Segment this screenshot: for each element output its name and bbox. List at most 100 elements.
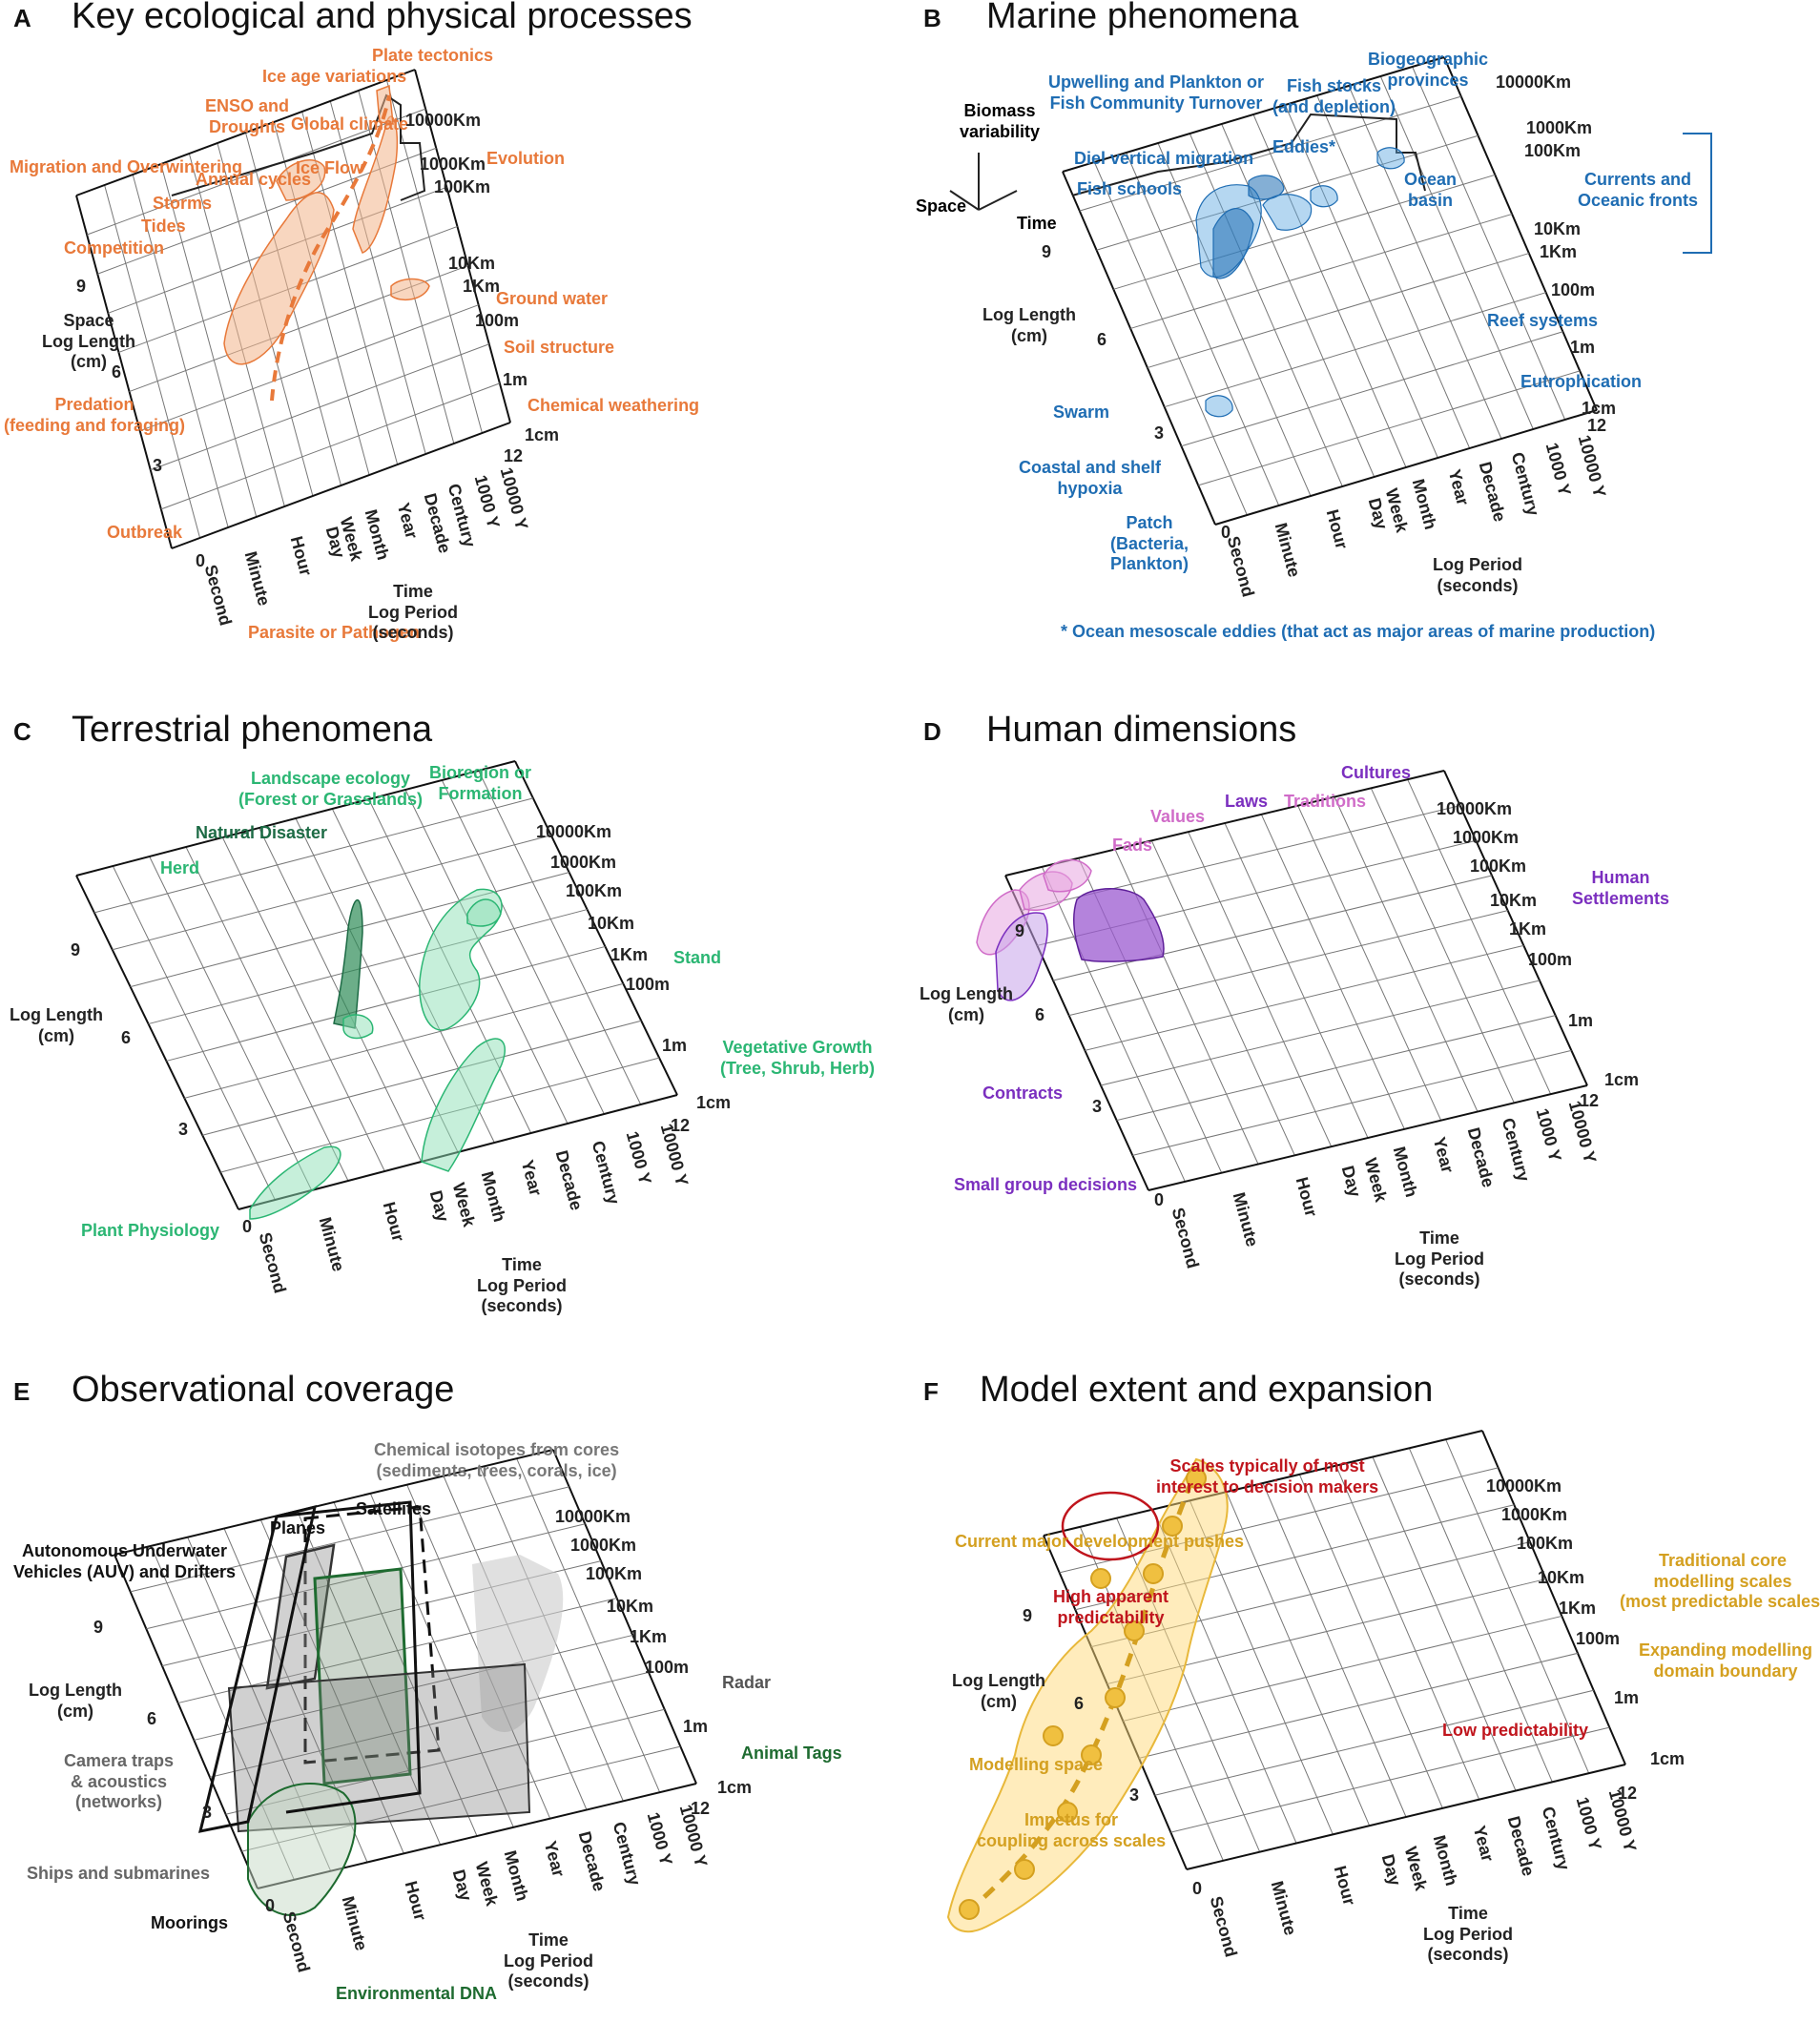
grid-line bbox=[478, 770, 642, 1105]
grid-line bbox=[1335, 1465, 1480, 1800]
label-plate-tectonics: Plate tectonics bbox=[372, 46, 494, 65]
panel-b-time-axis: Log Period (seconds) bbox=[1433, 555, 1522, 596]
grid-line bbox=[1298, 1474, 1443, 1809]
unit-10000km: 10000Km bbox=[1486, 1476, 1562, 1496]
grid-line bbox=[441, 779, 605, 1115]
label-impetus: Impetus for coupling across scales bbox=[977, 1810, 1166, 1851]
unit-10000km: 10000Km bbox=[536, 822, 612, 841]
label-decision-makers: Scales typically of most interest to dec… bbox=[1156, 1456, 1378, 1497]
tick-space-9: 9 bbox=[93, 1618, 104, 1637]
panel-a-title: Key ecological and physical processes bbox=[72, 0, 693, 36]
label-currents-text: Currents and Oceanic fronts bbox=[1578, 170, 1699, 210]
grid-line bbox=[86, 108, 426, 236]
panel-b-terrain bbox=[1071, 113, 1426, 196]
grid-line bbox=[1443, 56, 1598, 411]
panel-f-space-axis: Log Length (cm) bbox=[952, 1671, 1045, 1712]
panel-f-letter: F bbox=[923, 1377, 939, 1406]
panel-e-title: Observational coverage bbox=[72, 1370, 455, 1410]
panel-c-letter: C bbox=[13, 717, 31, 746]
grid-line bbox=[1481, 1430, 1626, 1765]
grid-line bbox=[514, 760, 678, 1096]
tick-space-6: 6 bbox=[1035, 1005, 1045, 1024]
grid-line bbox=[132, 174, 229, 528]
grid-line bbox=[1113, 174, 1496, 290]
panel-a-graphic bbox=[75, 69, 511, 549]
label-low-predictability: Low predictability bbox=[1442, 1721, 1589, 1740]
unit-1m: 1m bbox=[662, 1036, 688, 1055]
unit-1m: 1m bbox=[1568, 1011, 1594, 1030]
grid-line bbox=[1062, 56, 1445, 173]
unit-10km: 10Km bbox=[588, 914, 635, 933]
label-biogeographic-text: Biogeographic provinces bbox=[1368, 50, 1489, 90]
tick-time-12: 12 bbox=[1580, 1091, 1600, 1110]
grid-line bbox=[1062, 171, 1216, 526]
label-currents: Currents and Oceanic fronts bbox=[1578, 170, 1698, 211]
tick-space-6: 6 bbox=[1097, 330, 1107, 349]
grid-line bbox=[1262, 1482, 1407, 1818]
label-ice-flow: Ice Flow bbox=[296, 158, 364, 177]
panel-a-space-axis-text: Space Log Length (cm) bbox=[42, 311, 135, 372]
unit-1km: 1Km bbox=[463, 277, 501, 296]
unit-10km: 10Km bbox=[1534, 219, 1582, 238]
panel-b-grid bbox=[1062, 56, 1598, 526]
grid-line bbox=[329, 100, 426, 455]
unit-1cm: 1cm bbox=[1582, 399, 1617, 418]
grid-line bbox=[146, 1523, 586, 1630]
label-modelling-space: Modelling space bbox=[969, 1755, 1104, 1774]
tick-space-3: 3 bbox=[178, 1120, 189, 1139]
label-fish-stocks-text: Fish stocks (and depletion) bbox=[1272, 76, 1396, 116]
unit-10km: 10Km bbox=[607, 1597, 654, 1616]
unit-100m: 100m bbox=[1576, 1629, 1621, 1648]
panel-c-graphic bbox=[75, 760, 678, 1220]
label-fish-stocks: Fish stocks (and depletion) bbox=[1272, 76, 1396, 117]
unit-100m: 100m bbox=[1551, 280, 1596, 299]
label-eutrophication: Eutrophication bbox=[1520, 372, 1642, 391]
label-biomass-variability: Biomass variability bbox=[960, 101, 1040, 142]
grid-line bbox=[1348, 85, 1502, 440]
grid-line bbox=[1093, 161, 1248, 516]
panel-b-biomass-axes bbox=[949, 153, 1018, 211]
panel-f-title: Model extent and expansion bbox=[980, 1370, 1434, 1410]
grid-line bbox=[1372, 1456, 1517, 1791]
grid-line bbox=[1164, 292, 1546, 408]
tick-time-12: 12 bbox=[691, 1799, 711, 1818]
grid-line bbox=[1297, 805, 1442, 1121]
unit-1000km: 1000Km bbox=[1453, 828, 1520, 847]
panel-c-time-axis: Time Log Period (seconds) bbox=[477, 1255, 567, 1317]
grid-line bbox=[1189, 133, 1343, 487]
grid-line bbox=[1412, 66, 1566, 421]
tick-time-0: 0 bbox=[1154, 1190, 1165, 1209]
tick-time-0: 0 bbox=[196, 551, 206, 570]
grid-line bbox=[194, 1634, 633, 1741]
panel-e-time-axis: Time Log Period (seconds) bbox=[504, 1930, 593, 1992]
panel-d-space-axis: Log Length (cm) bbox=[920, 984, 1013, 1025]
label-tides: Tides bbox=[141, 217, 186, 236]
panel-b-space-axis-text: Log Length (cm) bbox=[982, 305, 1076, 345]
grid-line bbox=[1407, 778, 1552, 1095]
label-auv: Autonomous Underwater Vehicles (AUV) and… bbox=[13, 1541, 236, 1582]
label-evolution: Evolution bbox=[486, 149, 565, 168]
grid-line bbox=[104, 184, 201, 539]
panel-d-letter: D bbox=[923, 717, 941, 746]
grid-line bbox=[150, 343, 489, 471]
grid-line bbox=[1181, 331, 1563, 447]
panel-a-space-axis: Space Log Length (cm) bbox=[42, 311, 135, 373]
unit-1km: 1Km bbox=[1509, 919, 1547, 939]
panel-d: D Human dimensions Cultures Laws Traditi… bbox=[910, 710, 1820, 1383]
grid-line bbox=[1079, 95, 1461, 212]
label-chemical-isotopes: Chemical isotopes from cores (sediments,… bbox=[374, 1440, 619, 1481]
grid-line bbox=[75, 69, 416, 196]
grid-line bbox=[221, 836, 385, 1172]
unit-1cm: 1cm bbox=[1650, 1749, 1686, 1768]
unit-1000km: 1000Km bbox=[1526, 118, 1593, 137]
grid-line bbox=[1129, 213, 1513, 329]
label-decision-makers-text: Scales typically of most interest to dec… bbox=[1156, 1456, 1379, 1496]
panel-b-currents-bracket bbox=[1683, 133, 1712, 254]
grid-line bbox=[139, 304, 479, 432]
label-high-predictability-text: High apparent predictability bbox=[1053, 1587, 1169, 1627]
label-values: Values bbox=[1150, 807, 1206, 826]
grid-line bbox=[295, 817, 459, 1153]
panel-f-graphic bbox=[946, 1430, 1626, 1933]
grid-line bbox=[1316, 94, 1471, 449]
panel-e-graphic bbox=[114, 1449, 697, 1917]
